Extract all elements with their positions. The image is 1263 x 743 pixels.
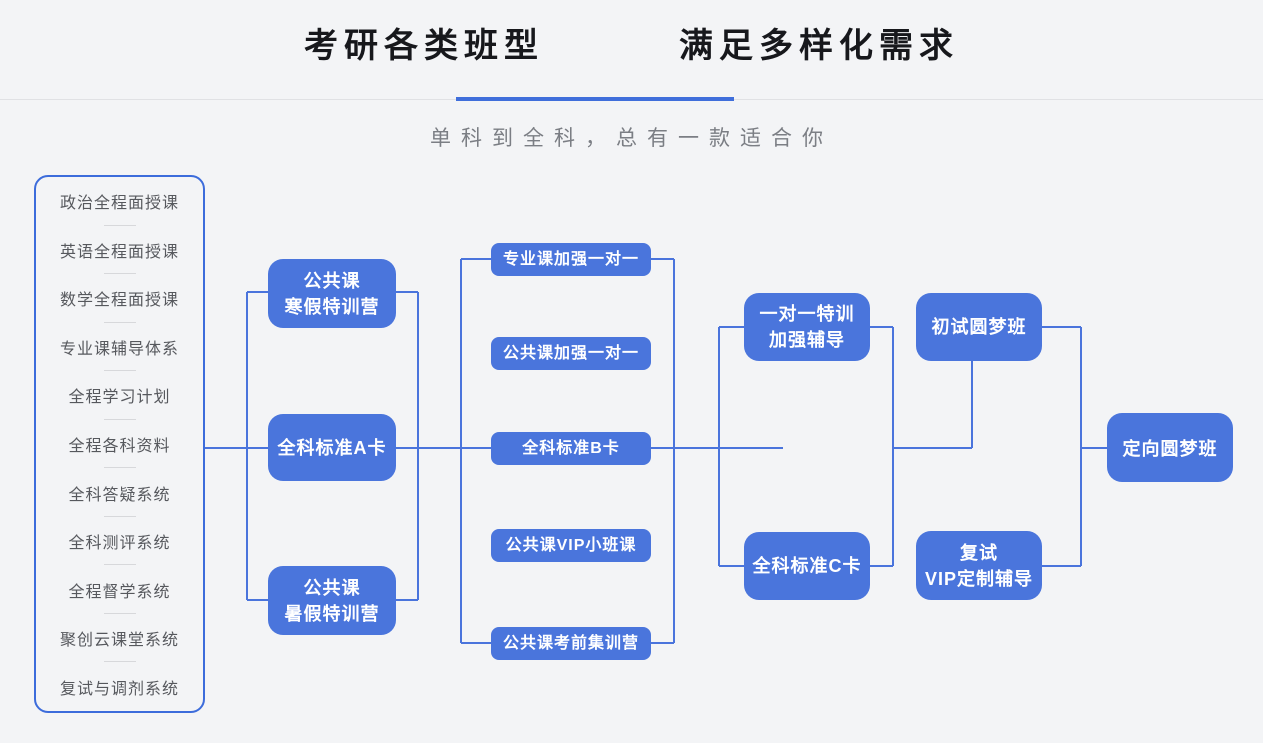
page-title-right: 满足多样化需求 bbox=[679, 27, 959, 65]
panel-item: 聚创云课堂系统 bbox=[36, 614, 203, 663]
box-label: 全科标准C卡 bbox=[752, 556, 862, 576]
box-label-line: 一对一特训 bbox=[759, 304, 855, 324]
box-full-standard-a-card: 全科标准A卡 bbox=[268, 414, 396, 481]
title-underline bbox=[456, 97, 734, 101]
panel-item: 数学全程面授课 bbox=[36, 274, 203, 323]
box-full-standard-b-card: 全科标准B卡 bbox=[491, 432, 651, 465]
box-public-summer-camp: 公共课 暑假特训营 bbox=[268, 566, 396, 635]
box-public-course-1on1: 公共课加强一对一 bbox=[491, 337, 651, 370]
box-label-line: 公共课 bbox=[303, 270, 361, 291]
course-services-panel: 政治全程面授课 英语全程面授课 数学全程面授课 专业课辅导体系 全程学习计划 全… bbox=[34, 175, 205, 713]
box-label: 定向圆梦班 bbox=[1122, 438, 1218, 459]
box-label-line: 复试 bbox=[960, 542, 998, 563]
box-label: 公共课VIP小班课 bbox=[505, 537, 637, 554]
box-label: 专业课加强一对一 bbox=[502, 251, 639, 268]
panel-item: 全科测评系统 bbox=[36, 517, 203, 566]
box-full-standard-c-card: 全科标准C卡 bbox=[744, 532, 870, 600]
box-label: 全科标准B卡 bbox=[522, 440, 620, 457]
box-retest-vip-tutoring: 复试 VIP定制辅导 bbox=[916, 531, 1042, 600]
box-label-line: 暑假特训营 bbox=[284, 603, 380, 624]
box-label: 全科标准A卡 bbox=[277, 437, 387, 458]
panel-item: 政治全程面授课 bbox=[36, 177, 203, 226]
page-title-left: 考研各类班型 bbox=[304, 27, 544, 65]
box-label: 初试圆梦班 bbox=[931, 317, 1027, 337]
panel-item: 专业课辅导体系 bbox=[36, 323, 203, 372]
panel-item: 英语全程面授课 bbox=[36, 226, 203, 275]
box-first-exam-dream-class: 初试圆梦班 bbox=[916, 293, 1042, 361]
panel-item: 全程各科资料 bbox=[36, 420, 203, 469]
box-label-line: 加强辅导 bbox=[769, 330, 845, 350]
box-label: 公共课考前集训营 bbox=[502, 635, 639, 652]
panel-item: 全科答疑系统 bbox=[36, 468, 203, 517]
box-public-vip-small-class: 公共课VIP小班课 bbox=[491, 529, 651, 562]
panel-item: 复试与调剂系统 bbox=[59, 680, 179, 698]
box-targeted-dream-class: 定向圆梦班 bbox=[1107, 413, 1233, 482]
box-label-line: VIP定制辅导 bbox=[924, 568, 1033, 589]
box-label-line: 公共课 bbox=[303, 577, 361, 598]
box-label: 公共课加强一对一 bbox=[502, 345, 639, 362]
section-header: 考研各类班型 满足多样化需求 bbox=[0, 24, 1263, 68]
box-label-line: 寒假特训营 bbox=[284, 296, 380, 317]
section-subtitle: 单科到全科，总有一款适合你 bbox=[430, 127, 833, 150]
box-public-winter-camp: 公共课 寒假特训营 bbox=[268, 259, 396, 328]
box-one-on-one-sprint: 一对一特训 加强辅导 bbox=[744, 293, 870, 361]
box-pro-course-1on1: 专业课加强一对一 bbox=[491, 243, 651, 276]
panel-item: 全程督学系统 bbox=[36, 565, 203, 614]
box-public-pre-exam-camp: 公共课考前集训营 bbox=[491, 627, 651, 660]
panel-item: 全程学习计划 bbox=[36, 371, 203, 420]
